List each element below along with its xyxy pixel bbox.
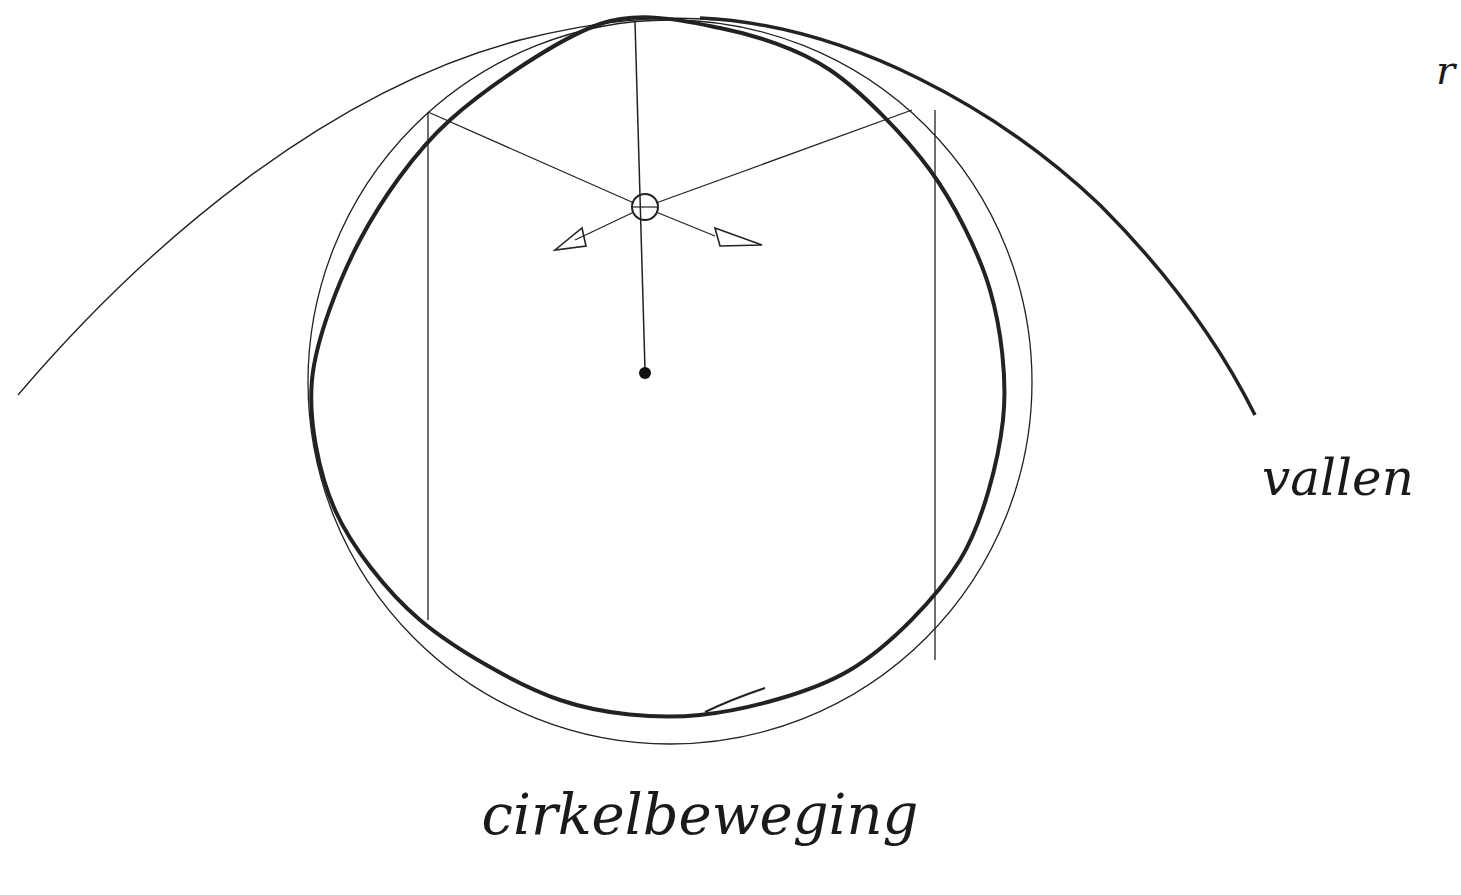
pivot	[632, 194, 658, 220]
stroke-mark	[705, 688, 765, 712]
thin-circle	[308, 20, 1032, 744]
pivot-cross	[632, 206, 658, 207]
vertical-line	[427, 112, 428, 620]
handwritten-label: r	[1436, 50, 1455, 90]
fall-curve	[18, 18, 720, 395]
thick-circle	[311, 17, 1004, 716]
arrow-head	[715, 228, 762, 246]
vertical-line	[934, 110, 935, 660]
handwritten-label: cirkelbeweging	[482, 787, 919, 843]
fall-curve	[700, 18, 1255, 415]
swing-arrow	[656, 212, 715, 236]
pendulum-bob	[639, 367, 651, 379]
arrow-head	[555, 228, 586, 250]
handwritten-label: vallen	[1262, 453, 1414, 503]
radial-line	[656, 110, 912, 203]
radial-line	[428, 112, 634, 203]
